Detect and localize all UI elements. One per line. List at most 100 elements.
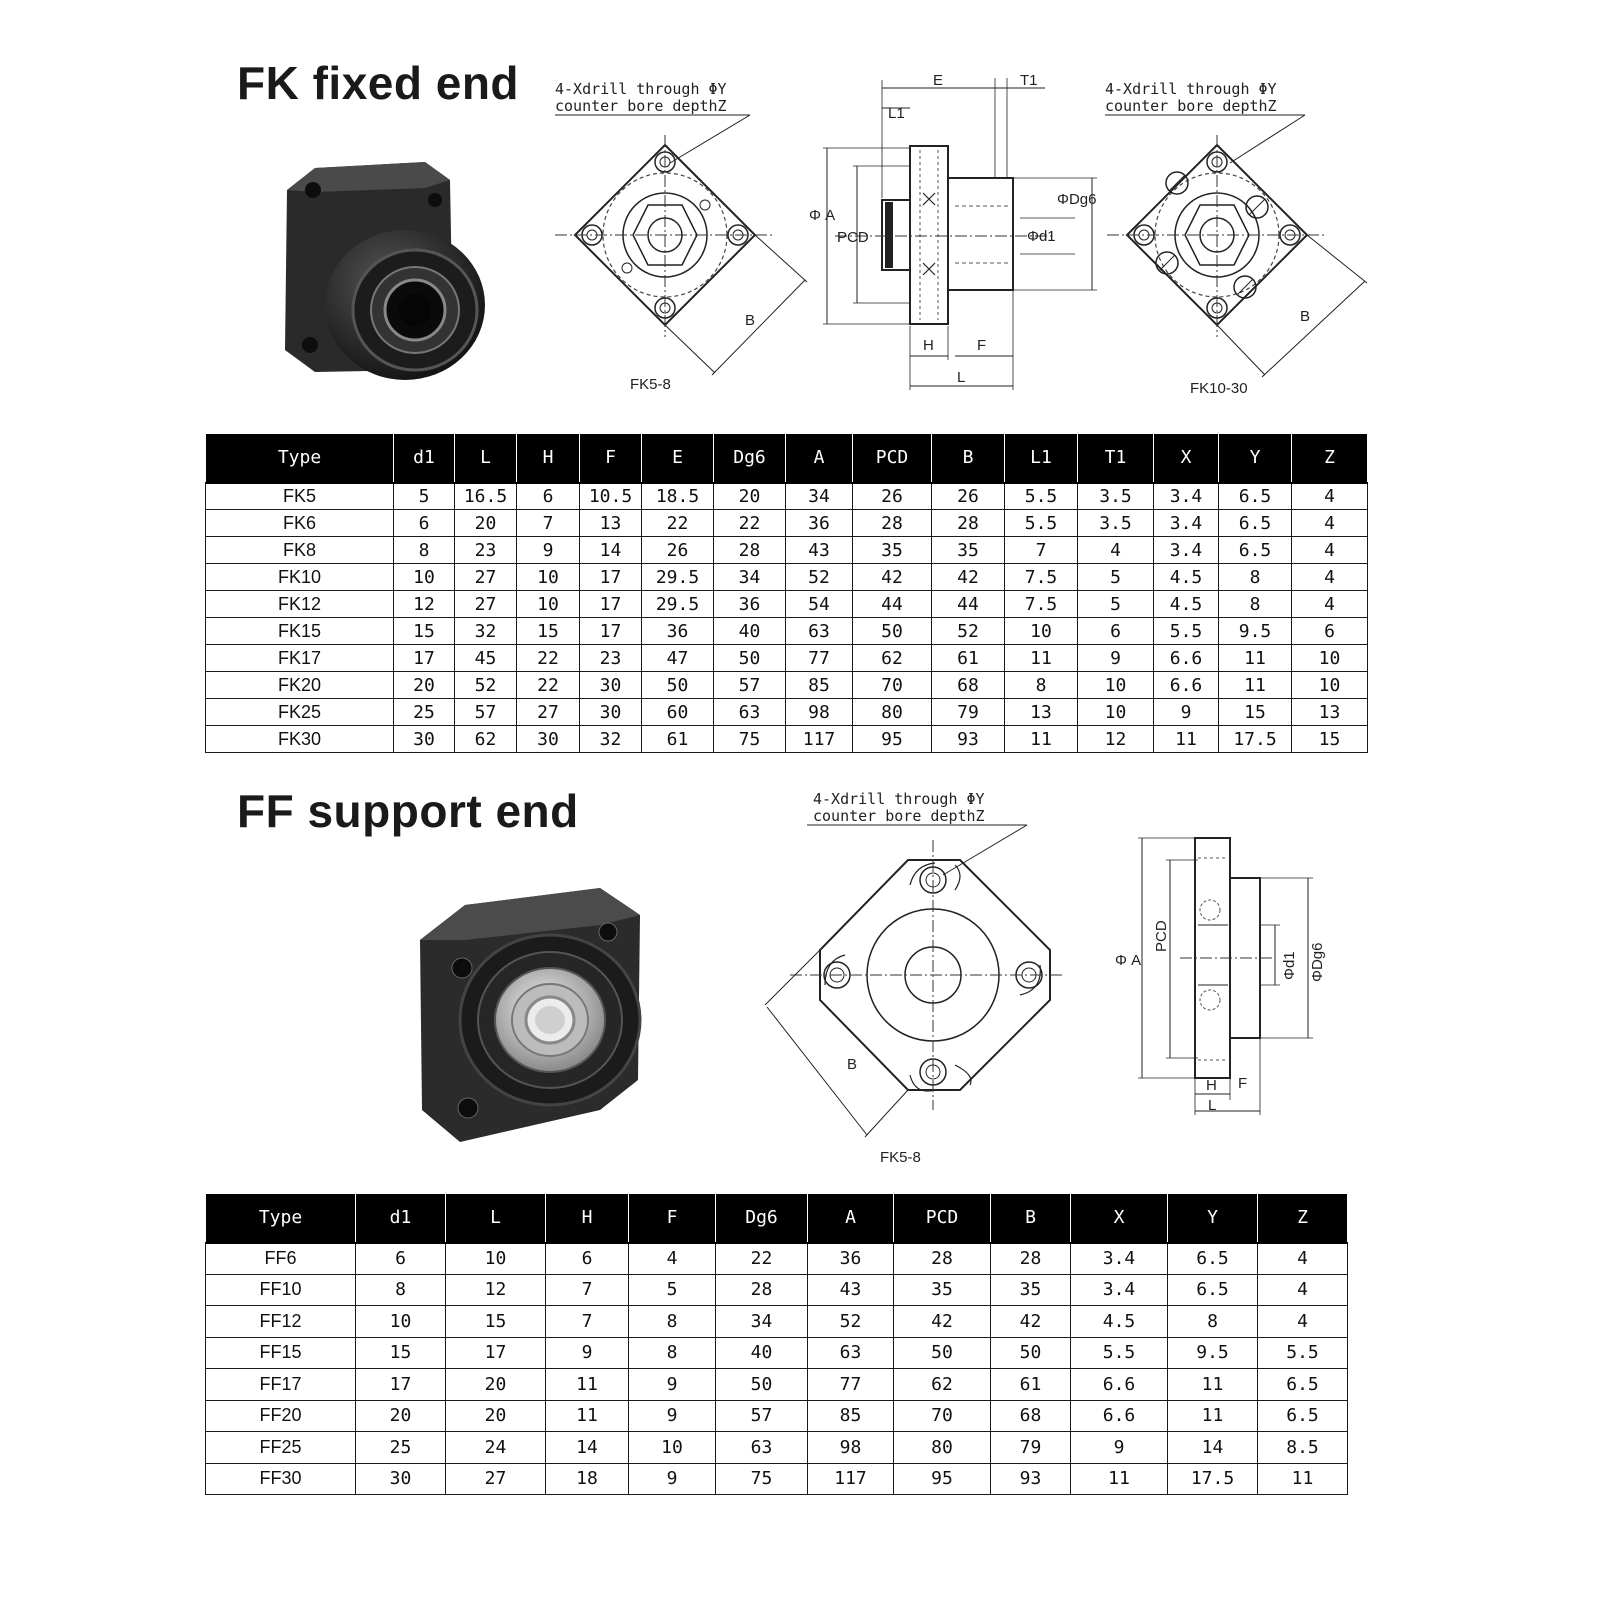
table-cell: 43 [785,536,853,564]
table-cell: 95 [852,725,932,753]
fk-side-dim-pcd: PCD [837,229,869,246]
table-cell: 10 [393,563,455,591]
fk-large-drill-note-line2: counter bore depthZ [1105,97,1277,115]
table-cell: 5.5 [1004,482,1078,510]
table-cell: 11 [1218,644,1292,672]
table-cell: 15 [445,1305,546,1338]
fk-col-header: E [641,433,714,484]
table-cell: 8 [355,1273,446,1306]
table-cell: 36 [713,590,786,618]
table-cell: 6.5 [1257,1368,1348,1401]
fk-side-dim-l1: L1 [888,105,905,122]
ff-side-dim-f: F [1238,1075,1247,1092]
table-cell: 16.5 [454,482,517,510]
table-cell: 36 [641,617,714,645]
table-cell: 20 [713,482,786,510]
table-cell: 11 [1167,1368,1258,1401]
fk-front-caption: FK5-8 [630,376,671,393]
table-cell: 117 [807,1462,894,1495]
table-cell: 93 [931,725,1005,753]
table-cell: 40 [713,617,786,645]
ff-front-view-drawing: 4-Xdrill through ΦY counter bore depthZ … [764,790,1065,1166]
table-cell: 95 [893,1462,991,1495]
table-cell: 22 [715,1242,808,1275]
table-cell: 57 [715,1399,808,1432]
table-cell: 50 [641,671,714,699]
table-cell: 14 [579,536,642,564]
table-cell: 11 [1257,1462,1348,1495]
table-cell: 9 [628,1368,716,1401]
table-cell: 68 [931,671,1005,699]
table-cell: 6.5 [1167,1273,1258,1306]
table-cell: 5.5 [1153,617,1219,645]
table-cell: 6.6 [1153,644,1219,672]
table-cell: 7 [516,509,580,537]
ff-side-dim-d1: Φd1 [1281,951,1298,980]
table-cell: 11 [1004,644,1078,672]
type-cell: FK30 [205,725,394,753]
table-cell: 28 [715,1273,808,1306]
table-cell: 32 [579,725,642,753]
table-cell: 15 [516,617,580,645]
table-cell: 35 [893,1273,991,1306]
table-cell: 28 [990,1242,1071,1275]
table-cell: 9 [1077,644,1154,672]
type-cell: FF12 [205,1305,356,1338]
fk-side-dim-l: L [957,369,965,386]
table-cell: 4 [1257,1273,1348,1306]
table-cell: 60 [641,698,714,726]
table-cell: 85 [785,671,853,699]
fk-col-header: B [931,433,1005,484]
table-cell: 15 [355,1336,446,1369]
table-cell: 8 [1167,1305,1258,1338]
table-cell: 50 [713,644,786,672]
table-cell: 30 [516,725,580,753]
table-cell: 32 [454,617,517,645]
type-cell: FF15 [205,1336,356,1369]
table-cell: 8 [1004,671,1078,699]
table-cell: 3.4 [1153,509,1219,537]
table-cell: 10 [1077,698,1154,726]
table-cell: 24 [445,1431,546,1464]
table-cell: 77 [807,1368,894,1401]
table-cell: 8 [1218,590,1292,618]
table-cell: 5 [1077,563,1154,591]
table-cell: 93 [990,1462,1071,1495]
table-cell: 7 [545,1273,629,1306]
table-cell: 36 [785,509,853,537]
table-cell: 6.5 [1218,482,1292,510]
table-cell: 4 [628,1242,716,1275]
table-cell: 10 [516,590,580,618]
table-cell: 17 [579,617,642,645]
table-cell: 98 [807,1431,894,1464]
table-cell: 35 [990,1273,1071,1306]
table-cell: 4 [1257,1242,1348,1275]
table-cell: 27 [516,698,580,726]
table-cell: 8.5 [1257,1431,1348,1464]
table-cell: 4 [1291,536,1368,564]
table-cell: 77 [785,644,853,672]
table-cell: 63 [713,698,786,726]
table-cell: 9 [545,1336,629,1369]
table-cell: 20 [454,509,517,537]
table-cell: 62 [454,725,517,753]
table-cell: 40 [715,1336,808,1369]
ff-side-dim-dg6: ΦDg6 [1309,943,1326,983]
type-cell: FF30 [205,1462,356,1495]
table-cell: 14 [1167,1431,1258,1464]
fk-section-title: FK fixed end [237,57,520,109]
table-cell: 5.5 [1070,1336,1168,1369]
table-cell: 61 [931,644,1005,672]
table-cell: 35 [852,536,932,564]
table-cell: 80 [893,1431,991,1464]
table-cell: 6.6 [1153,671,1219,699]
fk-side-dim-a: Φ A [809,207,835,224]
table-cell: 13 [1004,698,1078,726]
table-cell: 29.5 [641,563,714,591]
table-cell: 9 [628,1399,716,1432]
